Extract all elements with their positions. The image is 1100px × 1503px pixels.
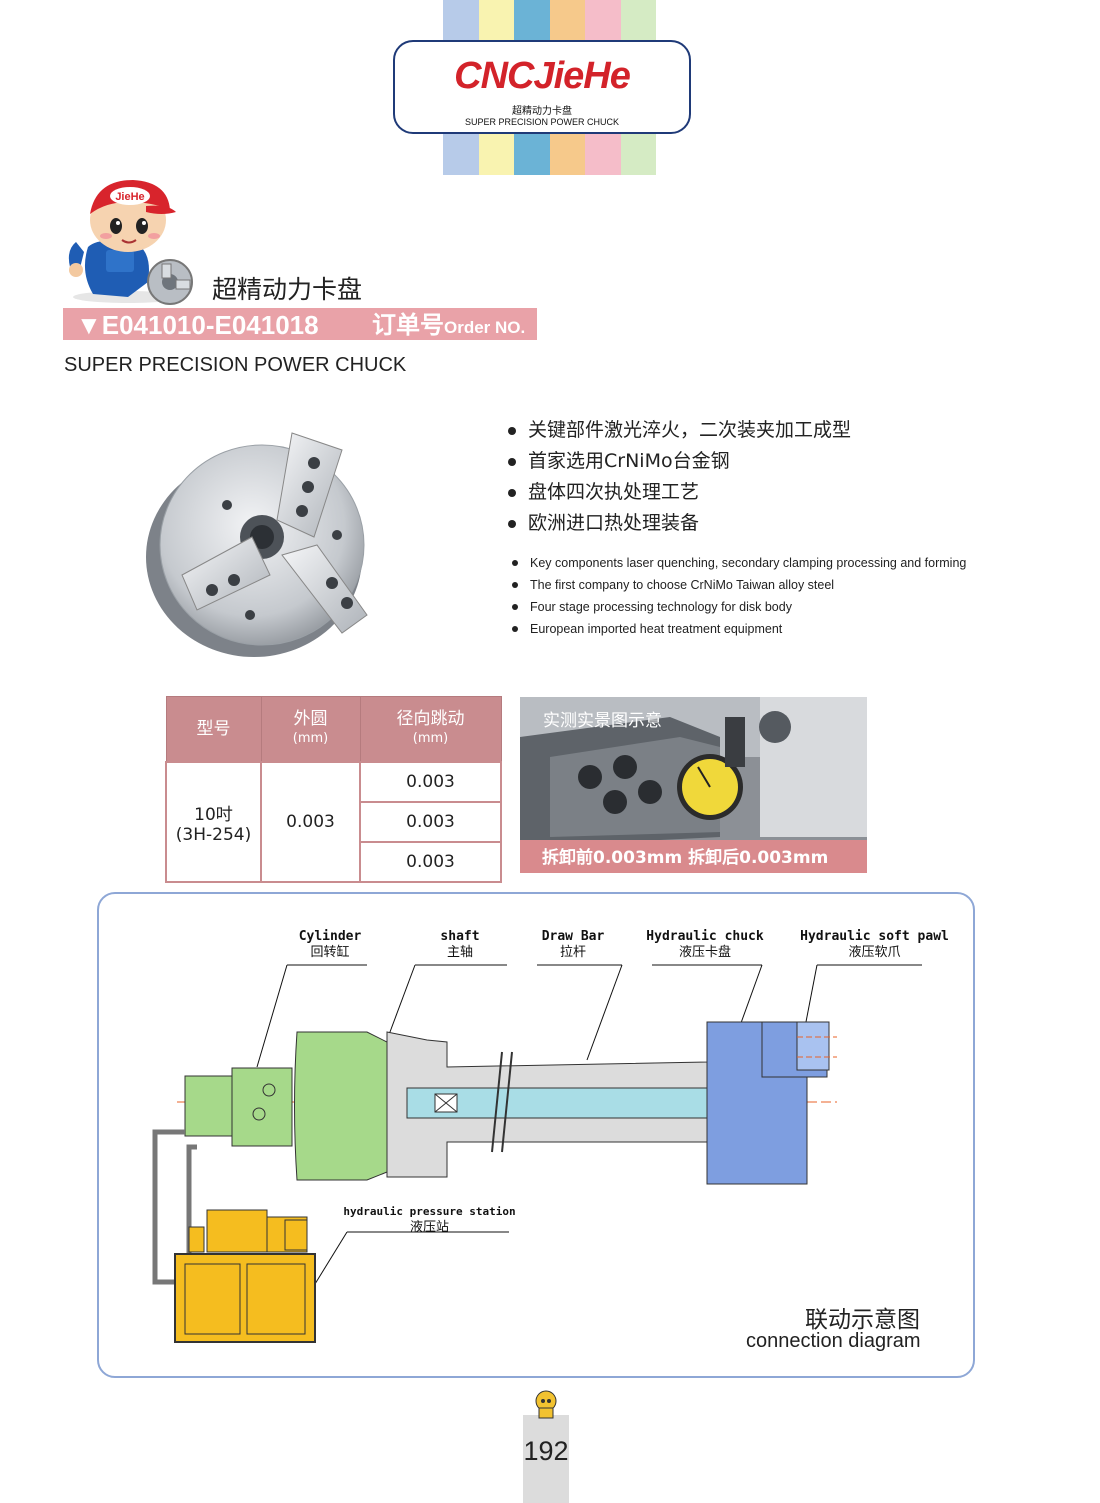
connection-diagram-frame [97, 892, 975, 1378]
photo-caption-strip [520, 840, 867, 873]
header-label: 径向跳动 [396, 709, 465, 729]
connection-diagram [152, 964, 922, 1343]
order-number-range: ▼E041010-E041018 [76, 310, 319, 340]
label-cn: 液压软爪 [848, 945, 901, 960]
brand-logo: CNCJieHe 超精动力卡盘 SUPER PRECISION POWER CH… [393, 40, 691, 134]
outer-cell: 0.003 [260, 761, 361, 883]
feature-item-cn: 关键部件激光淬火，二次装夹加工成型 [506, 415, 851, 446]
mascot-cap-text: JieHe [115, 191, 144, 203]
model-size: 10吋 [194, 804, 233, 825]
order-label-cn: 订单号 [372, 311, 444, 339]
brand-subtitle-cn: 超精动力卡盘 [512, 106, 572, 117]
feature-item-cn: 盘体四次执处理工艺 [506, 477, 851, 508]
model-code: (3H-254) [175, 824, 252, 845]
page-number-bar [523, 1415, 569, 1503]
label-hydraulic-soft-pawl: Hydraulic soft pawl 液压软爪 [797, 929, 952, 961]
label-draw-bar: Draw Bar 拉杆 [533, 929, 613, 961]
label-hydraulic-chuck: Hydraulic chuck 液压卡盘 [640, 929, 770, 961]
power-chuck-image [146, 432, 368, 657]
label-cn: 液压站 [409, 1220, 449, 1235]
header-unit: (mm) [292, 731, 329, 746]
product-title-cn: 超精动力卡盘 [212, 275, 363, 304]
label-cn: 主轴 [446, 945, 473, 960]
diagram-title-cn: 联动示意图 [805, 1307, 920, 1333]
page-number: 192 [523, 1436, 569, 1466]
product-title-en: SUPER PRECISION POWER CHUCK [64, 354, 407, 376]
label-en: Hydraulic chuck [646, 929, 764, 944]
feature-item-en: The first company to choose CrNiMo Taiwa… [510, 574, 966, 596]
label-cn: 拉杆 [559, 945, 586, 960]
radial-cell: 0.003 [359, 841, 502, 883]
photo-caption-bottom: 拆卸前0.003mm 拆卸后0.003mm [542, 848, 829, 868]
header-label: 外圆 [293, 709, 328, 729]
order-number-label: 订单号Order NO. [372, 308, 525, 345]
label-hydraulic-station: hydraulic pressure station 液压站 [342, 1204, 517, 1236]
feature-item-cn: 欧洲进口热处理装备 [506, 508, 851, 539]
feature-item-cn: 首家选用CrNiMo台金钢 [506, 446, 851, 477]
header-label: 型号 [196, 719, 231, 739]
feature-item-en: European imported heat treatment equipme… [510, 618, 966, 640]
label-cn: 回转缸 [310, 945, 350, 960]
label-en: Draw Bar [541, 929, 605, 944]
brand-name: CNCJieHe [454, 55, 631, 97]
label-cn: 液压卡盘 [678, 945, 731, 960]
table-row: 0.003 [166, 801, 502, 843]
header-unit: (mm) [412, 731, 449, 746]
label-shaft: shaft 主轴 [425, 929, 495, 961]
column-header-outer: 外圆 (mm) [260, 696, 361, 763]
label-cylinder: Cylinder 回转缸 [290, 929, 370, 961]
radial-cell: 0.003 [359, 801, 502, 843]
feature-list-cn: 关键部件激光淬火，二次装夹加工成型 首家选用CrNiMo台金钢 盘体四次执处理工… [506, 415, 851, 539]
column-header-radial: 径向跳动 (mm) [359, 696, 502, 763]
label-en: shaft [440, 929, 480, 944]
table-row: 0.003 [166, 841, 502, 883]
radial-cell: 0.003 [359, 761, 502, 803]
column-header-model: 型号 [165, 696, 262, 763]
feature-item-en: Key components laser quenching, secondar… [510, 552, 966, 574]
page-mascot-icon [535, 1390, 557, 1419]
order-number-bar [63, 308, 537, 340]
feature-list-en: Key components laser quenching, secondar… [510, 552, 966, 640]
photo-caption-top: 实测实景图示意 [543, 711, 662, 731]
order-label-en: Order NO. [444, 318, 526, 337]
label-en: hydraulic pressure station [343, 1205, 516, 1218]
model-cell: 10吋(3H-254) [165, 761, 262, 883]
mascot-illustration: JieHe [68, 180, 193, 305]
brand-subtitle-en: SUPER PRECISION POWER CHUCK [464, 117, 620, 127]
table-header-row: 型号 外圆 (mm) 径向跳动 (mm) [165, 696, 502, 763]
spec-table: 型号 外圆 (mm) 径向跳动 (mm) 10吋(3H-254) 0.003 0.0… [165, 696, 502, 883]
table-row: 10吋(3H-254) 0.003 0.003 [165, 761, 502, 883]
feature-item-en: Four stage processing technology for dis… [510, 596, 966, 618]
label-en: Cylinder [298, 929, 362, 944]
label-en: Hydraulic soft pawl [800, 929, 949, 944]
diagram-title-en: connection diagram [746, 1330, 921, 1352]
